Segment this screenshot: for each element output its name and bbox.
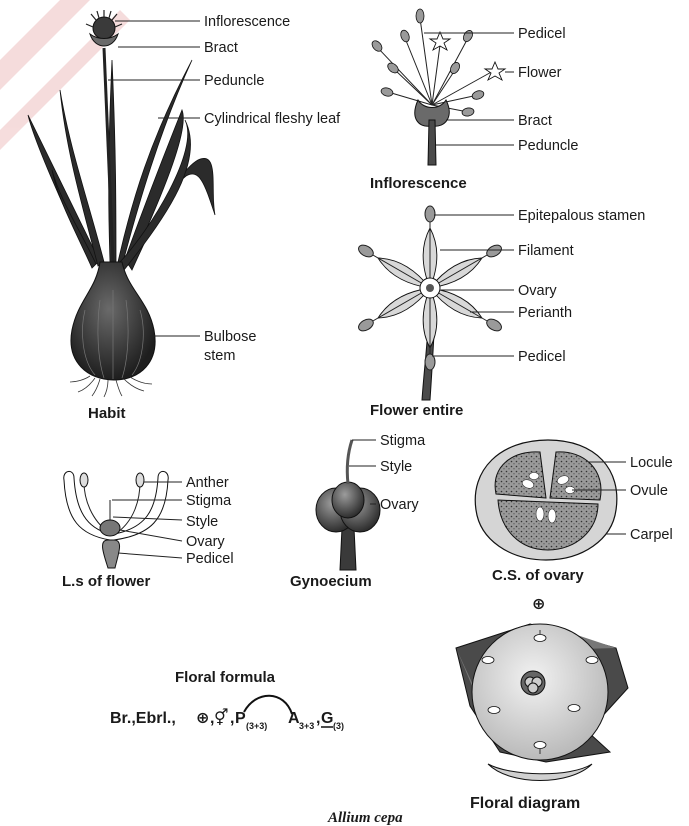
- floral-formula: Br.,Ebrl., ⊕ , ⚥ , P (3+3) A 3+3 , G (3): [110, 696, 344, 731]
- inflorescence-peduncle: [428, 120, 436, 165]
- inflorescence-caption: Inflorescence: [370, 175, 467, 192]
- ls-ovary: [100, 520, 120, 536]
- habit-label-inflorescence: Inflorescence: [204, 14, 290, 30]
- ls-caption: L.s of flower: [62, 573, 151, 590]
- infl-label-peduncle: Peduncle: [518, 138, 578, 154]
- habit-caption: Habit: [88, 405, 126, 422]
- species-name: Allium cepa: [327, 810, 403, 826]
- formula-a-sub: 3+3: [299, 721, 314, 731]
- gynoecium-figure: [316, 440, 380, 570]
- flower-label-pedicel: Pedicel: [518, 349, 566, 365]
- flower-label-stamen: Epitepalous stamen: [518, 208, 645, 224]
- formula-adhesion-arc: [244, 696, 292, 714]
- habit-label-leaf: Cylindrical fleshy leaf: [204, 111, 341, 127]
- diagram-actinomorphic-icon: ⊕: [532, 596, 545, 613]
- flower-entire-figure: [356, 206, 514, 400]
- flower-label-filament: Filament: [518, 243, 574, 259]
- gyn-style: [347, 440, 352, 484]
- formula-g: G: [321, 710, 333, 727]
- flower-caption: Flower entire: [370, 402, 463, 419]
- ls-label-pedicel: Pedicel: [186, 551, 234, 567]
- cs-ovary-figure: [475, 440, 626, 560]
- infl-label-flower: Flower: [518, 65, 562, 81]
- ls-label-style: Style: [186, 514, 218, 530]
- gyn-label-stigma: Stigma: [380, 433, 426, 449]
- gyn-label-ovary: Ovary: [380, 497, 419, 513]
- diagram-caption: Floral diagram: [470, 795, 580, 812]
- formula-comma-2: ,: [230, 710, 234, 727]
- cs-label-locule: Locule: [630, 455, 673, 471]
- habit-label-bulbose: Bulbose: [204, 329, 256, 345]
- ls-flower-figure: [64, 471, 182, 568]
- formula-g-sub: (3): [333, 721, 344, 731]
- diagram-bract: [488, 764, 592, 781]
- formula-bisexual-icon: ⚥: [214, 708, 228, 727]
- habit-label-stem: stem: [204, 348, 235, 364]
- diagram-ovary: [521, 671, 545, 695]
- inflorescence-figure: [370, 9, 514, 165]
- formula-comma-3: ,: [316, 710, 320, 727]
- formula-title: Floral formula: [175, 669, 276, 686]
- cs-label-carpel: Carpel: [630, 527, 673, 543]
- flower-label-ovary: Ovary: [518, 283, 557, 299]
- habit-label-peduncle: Peduncle: [204, 73, 264, 89]
- formula-actinomorphic-icon: ⊕: [196, 710, 209, 727]
- gyn-label-style: Style: [380, 459, 412, 475]
- formula-p-sub: (3+3): [246, 721, 267, 731]
- infl-label-bract: Bract: [518, 113, 552, 129]
- cs-caption: C.S. of ovary: [492, 567, 584, 584]
- flower-label-perianth: Perianth: [518, 305, 572, 321]
- ls-label-anther: Anther: [186, 475, 229, 491]
- cs-label-ovule: Ovule: [630, 483, 668, 499]
- gyn-caption: Gynoecium: [290, 573, 372, 590]
- floral-diagram: [456, 624, 628, 781]
- formula-p: P: [235, 710, 246, 727]
- infl-label-pedicel: Pedicel: [518, 26, 566, 42]
- ls-label-stigma: Stigma: [186, 493, 232, 509]
- habit-label-bract: Bract: [204, 40, 238, 56]
- ls-label-ovary: Ovary: [186, 534, 225, 550]
- formula-prefix: Br.,Ebrl.,: [110, 710, 176, 727]
- habit-figure: [28, 10, 215, 397]
